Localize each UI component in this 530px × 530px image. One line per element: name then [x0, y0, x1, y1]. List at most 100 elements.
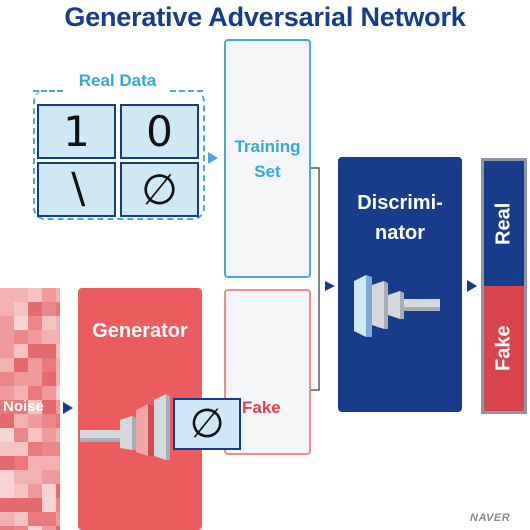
training-set-box	[224, 39, 311, 278]
noise-cell	[42, 442, 56, 456]
real-data-frame-top-right	[170, 90, 203, 92]
noise-cell	[28, 288, 42, 302]
noise-cell	[28, 512, 42, 526]
noise-cell	[42, 428, 56, 442]
training-set-label-line2: Set	[254, 162, 281, 181]
noise-cell	[42, 526, 56, 530]
noise-cell	[28, 456, 42, 470]
noise-cell	[56, 498, 60, 512]
fake-label: Fake	[242, 398, 281, 417]
generator-network-icon	[80, 394, 170, 460]
noise-cell	[42, 386, 56, 400]
noise-cell	[28, 302, 42, 316]
noise-cell	[14, 498, 28, 512]
noise-cell	[56, 316, 60, 330]
noise-cell	[0, 344, 14, 358]
noise-cell	[28, 484, 42, 498]
noise-cell	[28, 428, 42, 442]
noise-cell	[42, 512, 56, 526]
noise-cell	[28, 316, 42, 330]
diagram-title: Generative Adversarial Network	[64, 2, 466, 32]
noise-cell	[0, 358, 14, 372]
noise-cell	[0, 330, 14, 344]
generated-sample-tile: ∅	[173, 398, 241, 450]
noise-cell	[56, 484, 60, 498]
noise-cell	[56, 442, 60, 456]
noise-cell	[14, 400, 28, 414]
discriminator-label: Discrimi- nator	[338, 188, 462, 248]
noise-cell	[56, 470, 60, 484]
noise-cell	[0, 414, 14, 428]
noise-cell	[28, 414, 42, 428]
noise-cell	[14, 512, 28, 526]
naver-watermark: NAVER	[470, 512, 511, 524]
noise-cell	[28, 330, 42, 344]
noise-cell	[28, 372, 42, 386]
noise-cell	[28, 400, 42, 414]
real-digit-tile-2: 0	[120, 104, 199, 159]
noise-cell	[42, 470, 56, 484]
discriminator-label-line1: Discrimi-	[357, 192, 443, 214]
arrow-discriminator-to-output	[467, 280, 477, 292]
noise-cell	[56, 526, 60, 530]
arrow-real-to-training	[208, 152, 218, 164]
noise-cell	[14, 428, 28, 442]
noise-cell	[42, 400, 56, 414]
noise-cell	[0, 428, 14, 442]
noise-cell	[56, 428, 60, 442]
noise-cell	[14, 442, 28, 456]
noise-cell	[0, 484, 14, 498]
noise-cell	[56, 330, 60, 344]
noise-cell	[14, 302, 28, 316]
connector-to-discriminator	[311, 167, 335, 391]
noise-cell	[28, 470, 42, 484]
real-data-frame	[33, 90, 205, 220]
noise-cell	[0, 526, 14, 530]
output-fake-label: Fake	[492, 325, 515, 372]
noise-pattern	[0, 288, 60, 530]
noise-cell	[0, 456, 14, 470]
noise-cell	[14, 484, 28, 498]
noise-cell	[14, 456, 28, 470]
discriminator-network-icon	[354, 275, 440, 337]
noise-cell	[14, 372, 28, 386]
noise-cell	[0, 400, 14, 414]
noise-cell	[14, 358, 28, 372]
training-set-label: Training Set	[224, 134, 311, 184]
noise-cell	[56, 414, 60, 428]
noise-cell	[0, 498, 14, 512]
noise-cell	[42, 484, 56, 498]
noise-cell	[56, 372, 60, 386]
real-data-frame-top-left	[33, 90, 63, 92]
noise-cell	[42, 302, 56, 316]
real-digit-tile-3: ∖	[37, 162, 116, 217]
noise-cell	[42, 498, 56, 512]
noise-cell	[56, 456, 60, 470]
noise-cell	[42, 456, 56, 470]
generator-label: Generator	[92, 320, 188, 342]
noise-cell	[14, 386, 28, 400]
output-real-segment	[484, 161, 524, 286]
output-fake-segment	[484, 286, 524, 411]
noise-cell	[28, 386, 42, 400]
noise-cell	[14, 526, 28, 530]
noise-cell	[42, 372, 56, 386]
noise-cell	[0, 512, 14, 526]
noise-cell	[0, 302, 14, 316]
noise-label: Noise	[3, 398, 44, 415]
noise-cell	[56, 302, 60, 316]
real-data-label: Real Data	[78, 71, 157, 90]
noise-cell	[0, 470, 14, 484]
noise-cell	[0, 288, 14, 302]
noise-cell	[28, 442, 42, 456]
discriminator-label-line2: nator	[375, 222, 425, 244]
noise-cell	[28, 498, 42, 512]
noise-cell	[28, 344, 42, 358]
noise-cell	[56, 400, 60, 414]
noise-cell	[14, 470, 28, 484]
noise-cell	[28, 358, 42, 372]
noise-cell	[14, 330, 28, 344]
noise-cell	[56, 512, 60, 526]
noise-cell	[42, 414, 56, 428]
output-real-label: Real	[492, 202, 515, 245]
